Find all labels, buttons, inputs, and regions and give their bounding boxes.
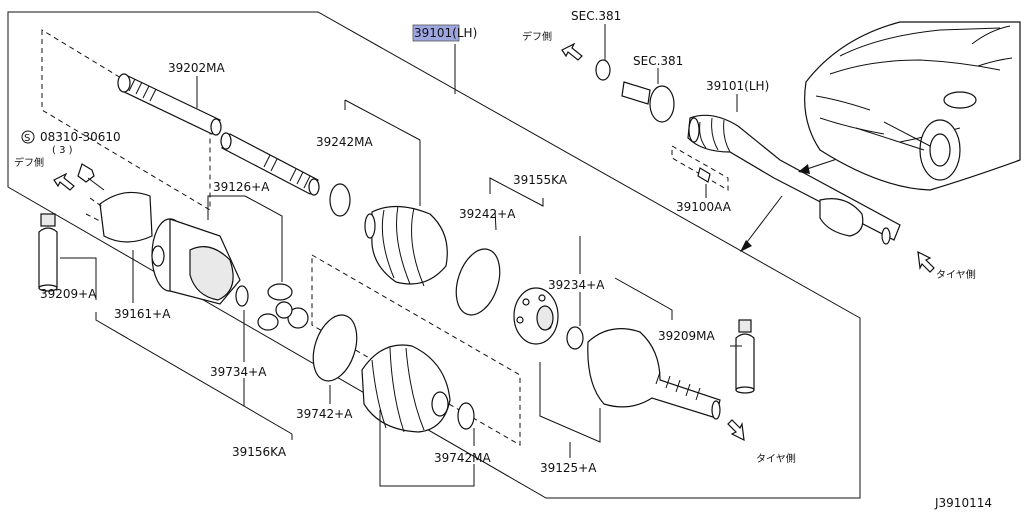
arrow-tire-lower	[727, 419, 745, 442]
label-39742MA[interactable]: 39742MA	[434, 451, 492, 465]
label-39234A[interactable]: 39234+A	[548, 278, 605, 292]
label-39100AA[interactable]: 39100AA	[676, 200, 732, 214]
arrow-tire-inset	[917, 250, 935, 273]
label-tire-lower: タイヤ側	[756, 452, 796, 465]
flange-sec381[interactable]	[621, 81, 675, 123]
shaft-middle-section[interactable]	[220, 132, 320, 196]
label-39734A[interactable]: 39734+A	[210, 365, 267, 379]
label-39742A[interactable]: 39742+A	[296, 407, 353, 421]
s-mark-circle	[21, 130, 35, 144]
inset-dashed	[671, 145, 729, 191]
diagram-id: J3910114	[934, 496, 992, 510]
seal-sec381[interactable]	[595, 59, 611, 81]
band-39742A[interactable]	[305, 309, 364, 386]
main-frame	[7, 11, 861, 499]
label-def-left: デフ側	[14, 156, 44, 169]
label-39209A[interactable]: 39209+A	[40, 287, 97, 301]
label-tire-inset: タイヤ側	[936, 268, 976, 281]
boot-outer-39155KA[interactable]	[364, 205, 448, 287]
label-39125A[interactable]: 39125+A	[540, 461, 597, 475]
label-39161A[interactable]: 39161+A	[114, 307, 171, 321]
arrow-line-down	[743, 195, 783, 247]
label-sec381-top[interactable]: SEC.381	[571, 9, 621, 23]
boot-inner-39156KA[interactable]	[361, 344, 451, 433]
label-39202MA[interactable]: 39202MA	[168, 61, 226, 75]
label-39101-main[interactable]: 39101(LH)	[414, 26, 477, 40]
shaft-39202MA[interactable]	[117, 73, 222, 136]
band-39742MA[interactable]	[457, 402, 475, 430]
outer-joint-39125A[interactable]	[587, 328, 721, 420]
label-39156KA[interactable]: 39156KA	[232, 445, 287, 459]
car-illustration	[804, 21, 1021, 191]
snap-ring-39734A[interactable]	[235, 285, 249, 307]
grease-tube-39209A[interactable]	[38, 213, 58, 292]
bolt-08310-30610[interactable]	[77, 163, 105, 191]
inset-diagram	[561, 24, 935, 273]
bolt-39100AA[interactable]	[697, 167, 711, 183]
highlight-39101	[412, 24, 460, 42]
arrow-def-top	[561, 42, 583, 61]
drive-shaft-inset[interactable]	[687, 114, 901, 245]
band-39242MA[interactable]	[329, 183, 351, 217]
leader-lines	[60, 44, 742, 487]
band-39242A[interactable]	[448, 243, 507, 320]
label-sec381-2[interactable]: SEC.381	[633, 54, 683, 68]
snap-ring-39234A[interactable]	[566, 326, 584, 350]
arrow-def-left	[53, 172, 75, 191]
label-39209MA[interactable]: 39209MA	[658, 329, 716, 343]
grease-tube-39209MA[interactable]	[735, 319, 755, 394]
label-39126A[interactable]: 39126+A	[213, 180, 270, 194]
label-39242A[interactable]: 39242+A	[459, 207, 516, 221]
housing-39126A[interactable]	[151, 218, 241, 305]
label-bolt-qty: ( 3 )	[52, 145, 73, 156]
dust-cover-39161[interactable]	[85, 191, 153, 243]
label-39242MA[interactable]: 39242MA	[316, 135, 374, 149]
label-39101-inset[interactable]: 39101(LH)	[706, 79, 769, 93]
s-mark: S	[24, 133, 30, 144]
tripod-joint[interactable]	[257, 283, 309, 331]
label-39155KA[interactable]: 39155KA	[513, 173, 568, 187]
boot-group-box	[311, 254, 521, 446]
label-bolt-ref[interactable]: 08310-30610	[40, 130, 121, 144]
label-def-top: デフ側	[522, 30, 552, 43]
ball-cage[interactable]	[513, 287, 559, 345]
